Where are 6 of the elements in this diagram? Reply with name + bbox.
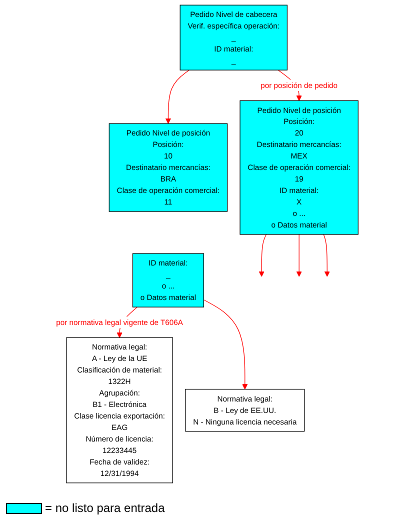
legend-text: = no listo para entrada [45, 501, 165, 515]
arrow [165, 70, 190, 124]
arrow [258, 234, 266, 277]
arrow [296, 234, 302, 277]
arrow [323, 234, 330, 277]
arrow [203, 299, 248, 390]
